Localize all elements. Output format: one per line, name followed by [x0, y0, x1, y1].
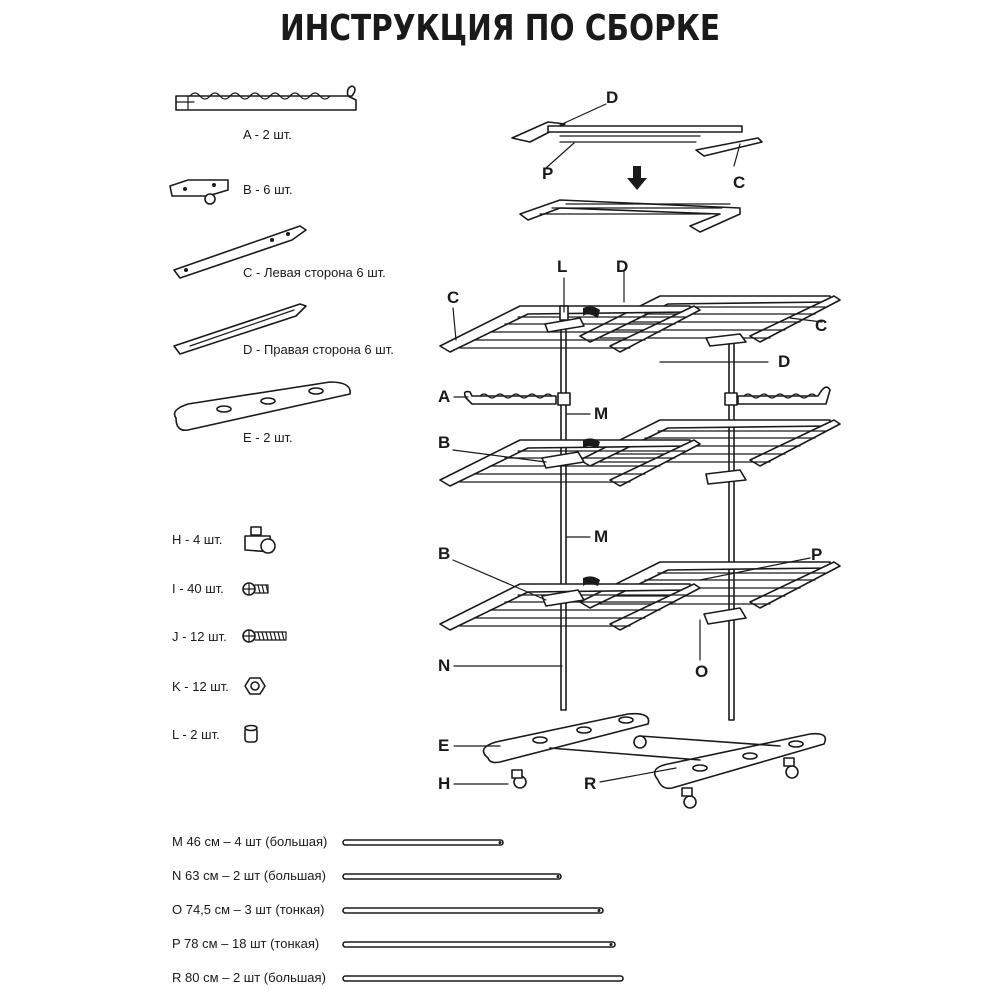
letter-b-lower: B [438, 544, 451, 563]
down-arrow-icon [627, 166, 647, 190]
part-label-a: A - 2 шт. [243, 127, 292, 142]
lower-connector-b [541, 576, 600, 607]
rod-label-p: P 78 см – 18 шт (тонкая) [172, 936, 320, 951]
hardware-label-j: J - 12 шт. [172, 629, 227, 644]
letter-c-right: C [815, 316, 828, 335]
letter-a: A [438, 387, 451, 406]
letter-e: E [438, 736, 450, 755]
letter-d-upper: D [616, 257, 629, 276]
hanger-bar-left [463, 390, 571, 406]
part-label-e: E - 2 шт. [243, 430, 293, 445]
letter-l: L [557, 257, 568, 276]
tower-poles [560, 317, 735, 721]
letter-c-left: C [447, 288, 460, 307]
letter-m-lower: M [594, 527, 609, 546]
base-rod-r [549, 735, 781, 761]
letter-b-upper: B [438, 433, 451, 452]
rod-label-o: O 74,5 см – 3 шт (тонкая) [172, 902, 325, 917]
hardware-label-h: H - 4 шт. [172, 532, 223, 547]
part-d-right-arm [173, 303, 307, 355]
letter-d-mid: D [778, 352, 791, 371]
part-a-hanger-bar [175, 85, 357, 111]
letter-c-top: C [733, 173, 746, 192]
part-c-left-arm [173, 225, 307, 279]
part-e-base-foot [173, 381, 351, 432]
rod-label-m: M 46 см – 4 шт (большая) [172, 834, 328, 849]
letter-d-top: D [606, 88, 619, 107]
part-b-bracket [169, 179, 229, 205]
rod-label-r: R 80 см – 2 шт (большая) [172, 970, 326, 985]
letter-p-top: P [542, 164, 554, 183]
letter-m-upper: M [594, 404, 609, 423]
rod-label-n: N 63 см – 2 шт (большая) [172, 868, 326, 883]
letter-p-lower: P [811, 545, 823, 564]
casters [511, 735, 799, 809]
rod-m [342, 839, 504, 846]
upper-connector-l [544, 305, 600, 333]
rod-o [342, 907, 604, 914]
hardware-label-i: I - 40 шт. [172, 581, 224, 596]
rod-p [342, 941, 616, 948]
top-shelf-assembled [519, 199, 741, 233]
part-label-c: C - Левая сторона 6 шт. [243, 265, 386, 280]
page-title: ИНСТРУКЦИЯ ПО СБОРКЕ [279, 8, 721, 49]
hex-nut-icon [244, 677, 266, 695]
middle-connector-b [541, 438, 600, 469]
letter-o: O [695, 662, 709, 681]
caster-wheel-icon [244, 526, 276, 554]
rod-r [342, 975, 624, 982]
part-label-d: D - Правая сторона 6 шт. [243, 342, 394, 357]
letter-n: N [438, 656, 451, 675]
hardware-label-k: K - 12 шт. [172, 679, 229, 694]
letter-r: R [584, 774, 597, 793]
rod-n [342, 873, 562, 880]
hanger-bar-right [724, 386, 831, 406]
base-foot-left [482, 712, 650, 764]
long-screw-icon [242, 629, 287, 643]
part-label-b: B - 6 шт. [243, 182, 293, 197]
end-cap-icon [244, 724, 258, 743]
letter-h: H [438, 774, 451, 793]
base-foot-right [653, 732, 827, 790]
hardware-label-l: L - 2 шт. [172, 727, 220, 742]
short-screw-icon [242, 582, 269, 596]
top-shelf-exploded [511, 121, 763, 157]
